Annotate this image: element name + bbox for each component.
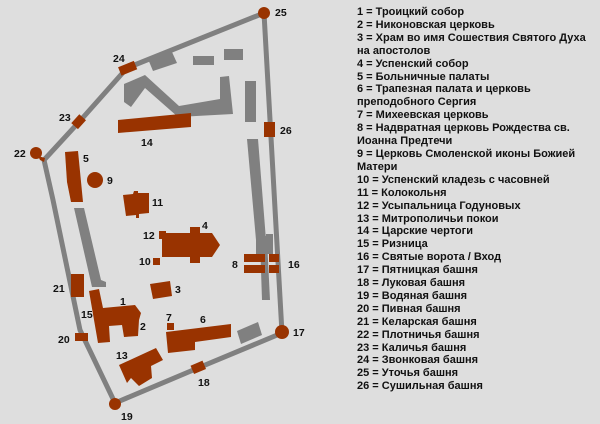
legend-item: 11 = Колокольня [357,186,447,199]
building-8b [244,265,265,273]
map-labels: 1 2 3 4 5 6 7 8 9 10 11 12 13 14 15 16 1… [14,7,305,423]
label-17: 17 [293,327,305,339]
legend-item: 5 = Больничные палаты [357,70,490,83]
label-8: 8 [232,259,238,271]
label-5: 5 [83,153,89,165]
label-26: 26 [280,125,292,137]
legend-item: 2 = Никоновская церковь [357,18,495,31]
label-23: 23 [59,112,71,124]
label-12: 12 [143,230,155,242]
label-4: 4 [202,220,208,232]
buildings [30,7,289,410]
building-21 [71,274,84,297]
legend-item: 1 = Троицкий собор [357,6,465,18]
label-11: 11 [152,197,163,209]
label-3: 3 [175,284,181,296]
label-6: 6 [200,314,206,326]
legend-item: 3 = Храм во имя Сошествия Святого Духа н… [357,31,586,57]
building-16a [269,254,279,262]
label-22: 22 [14,148,26,160]
legend-item: 10 = Успенский кладезь с часовней [357,173,550,186]
label-10: 10 [139,256,151,268]
label-19: 19 [121,411,133,423]
label-7: 7 [166,312,172,324]
label-20: 20 [58,334,70,346]
tower-26 [264,122,275,137]
building-16b [269,265,279,273]
monastery-plan: 1 2 3 4 5 6 7 8 9 10 11 12 13 14 15 16 1… [14,7,305,423]
tower-22 [30,147,42,159]
building-12 [159,231,166,239]
legend-item: 15 = Ризница [357,238,428,251]
legend-item: 6 = Трапезная палата и церковь преподобн… [357,83,531,109]
building-8a [244,254,265,262]
legend-item: 24 = Звонковая башня [357,354,479,367]
legend: 1 = Троицкий собор 2 = Никоновская церко… [357,6,597,393]
tower-25 [258,7,270,19]
label-15: 15 [81,309,93,321]
legend-item: 12 = Усыпальница Годуновых [357,199,521,212]
label-13: 13 [116,350,128,362]
label-24: 24 [113,53,125,65]
label-21: 21 [53,283,65,295]
legend-item: 8 = Надвратная церковь Рождества св. Иоа… [357,122,570,148]
building-10 [153,258,160,265]
tower-17 [275,325,289,339]
label-25: 25 [275,7,287,19]
legend-item: 19 = Водяная башня [357,289,468,302]
legend-item: 18 = Луковая башня [357,277,466,290]
legend-item: 13 = Митрополичьи покои [357,212,499,225]
legend-item: 14 = Царские чертоги [357,225,473,238]
legend-item: 4 = Успенский собор [357,57,469,70]
tower-18 [190,360,207,375]
label-2: 2 [140,321,146,333]
building-3 [150,281,172,299]
legend-item: 25 = Уточья башня [357,367,459,380]
legend-item: 23 = Каличья башня [357,341,467,354]
fortress-wall [41,10,285,406]
tower-19 [109,398,121,410]
legend-item: 26 = Сушильная башня [357,380,483,393]
building-13 [119,348,163,386]
building-9 [87,172,103,188]
building-20 [75,333,88,341]
legend-item: 22 = Плотничья башня [357,328,480,341]
legend-item: 7 = Михеевская церковь [357,109,489,122]
tower-24 [118,60,138,76]
legend-item: 17 = Пятницкая башня [357,264,478,277]
building-1-15-2 [89,289,141,343]
legend-item: 9 = Церковь Смоленской иконы Божией Мате… [357,147,576,173]
building-4 [162,227,220,263]
label-16: 16 [288,259,300,271]
label-1: 1 [120,296,126,308]
building-11 [123,191,149,218]
legend-item: 20 = Пивная башня [357,302,461,315]
building-6 [166,324,231,353]
building-14 [118,113,191,133]
building-7 [167,323,174,330]
legend-item: 21 = Келарская башня [357,315,477,328]
building-5 [65,151,83,202]
tower-23 [71,114,86,130]
label-14: 14 [141,137,153,149]
label-18: 18 [198,377,210,389]
label-9: 9 [107,175,113,187]
legend-item: 16 = Святые ворота / Вход [357,251,502,264]
